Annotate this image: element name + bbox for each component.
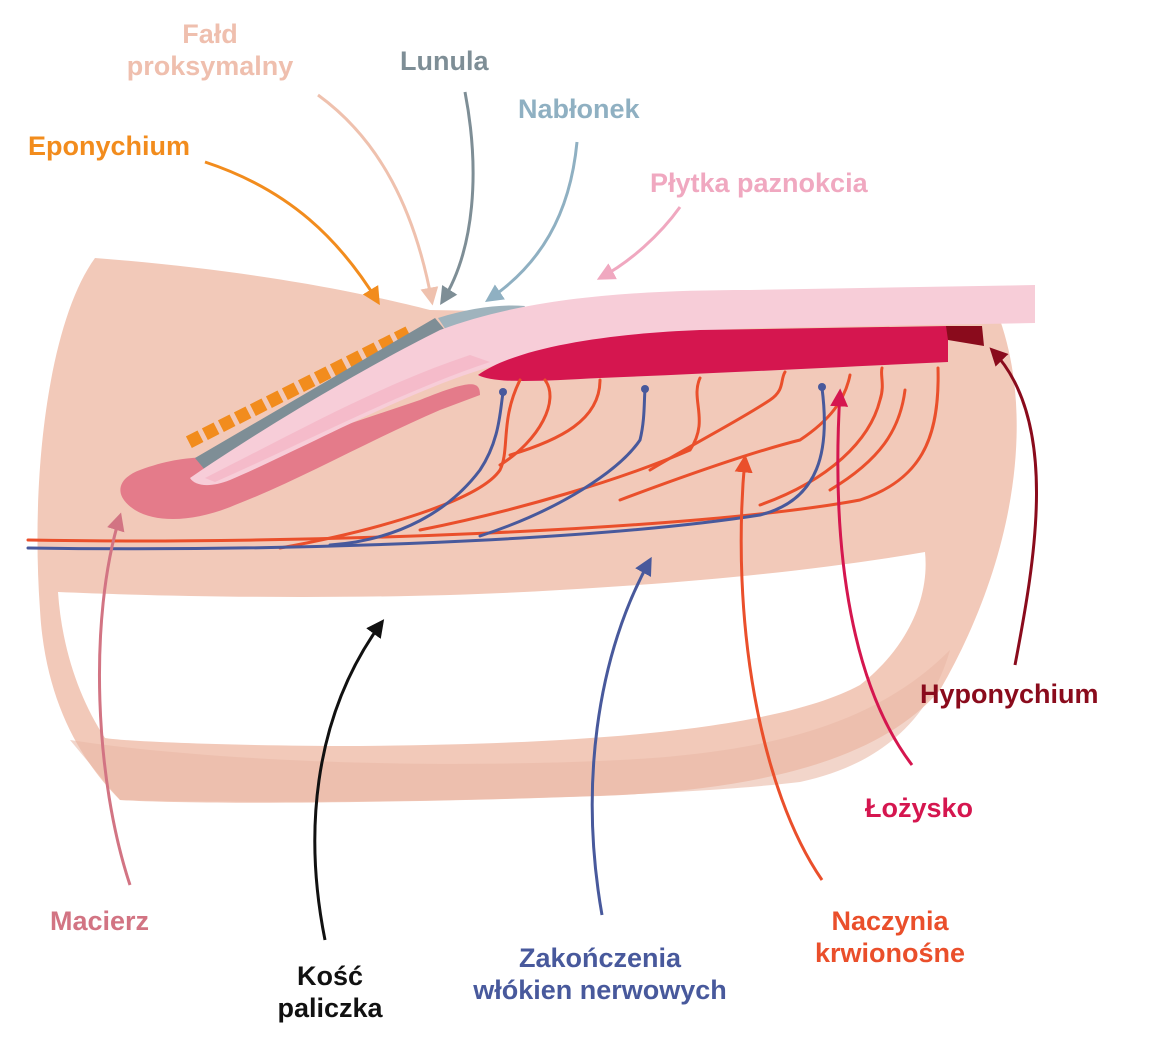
- label-fald-line2: proksymalny: [126, 51, 294, 81]
- label-zakonczenia-line2: włókien nerwowych: [473, 975, 727, 1005]
- nail-plate-shape: [190, 285, 1035, 486]
- blood-vessels: [26, 366, 940, 550]
- pointer-lunula: [440, 91, 475, 306]
- label-hyponychium: Hyponychium: [920, 679, 1099, 709]
- label-naczynia-line1: Naczynia: [831, 906, 949, 936]
- pointer-macierz: [97, 512, 132, 886]
- label-lunula: Lunula: [400, 46, 489, 76]
- pointer-fald: [317, 93, 439, 306]
- label-fald-proksymalny: Fałd proksymalny: [100, 18, 320, 82]
- label-naczynia-krwionosne: Naczynia krwionośne: [770, 905, 1010, 969]
- epithelium-strip: [195, 318, 445, 470]
- label-zakonczenia: Zakończenia włókien nerwowych: [430, 942, 770, 1006]
- pointer-zakonczenia: [590, 556, 652, 916]
- pointer-hyponychium: [989, 347, 1038, 666]
- label-zakonczenia-line1: Zakończenia: [518, 943, 682, 973]
- label-kosc-line1: Kość: [296, 961, 364, 991]
- pointer-naczynia: [734, 454, 824, 881]
- label-kosc-paliczka: Kość paliczka: [245, 960, 415, 1024]
- label-naczynia-line2: krwionośne: [814, 938, 966, 968]
- eponychium-cells: [185, 326, 412, 448]
- nerve-fibres: [26, 383, 826, 551]
- pointer-lozysko: [830, 388, 914, 766]
- nail-matrix: [120, 384, 481, 520]
- pointer-nablonek: [485, 141, 579, 303]
- nail-plate-highlight: [205, 355, 490, 482]
- label-nablonek: Nabłonek: [518, 94, 640, 124]
- pointer-eponychium: [204, 160, 380, 306]
- label-eponychium: Eponychium: [28, 131, 191, 161]
- pointer-plytka: [596, 206, 682, 280]
- label-lozysko: Łożysko: [865, 793, 974, 823]
- label-plytka-paznokcia: Płytka paznokcia: [650, 168, 868, 198]
- label-fald-line1: Fałd: [182, 19, 238, 49]
- phalanx-bone: [58, 552, 926, 746]
- label-kosc-line2: paliczka: [277, 993, 383, 1023]
- label-macierz: Macierz: [50, 906, 150, 936]
- finger-shadow: [70, 650, 950, 802]
- hyponychium-shape: [946, 326, 984, 346]
- pointer-kosc: [313, 619, 385, 941]
- nail-bed-shape: [478, 326, 948, 381]
